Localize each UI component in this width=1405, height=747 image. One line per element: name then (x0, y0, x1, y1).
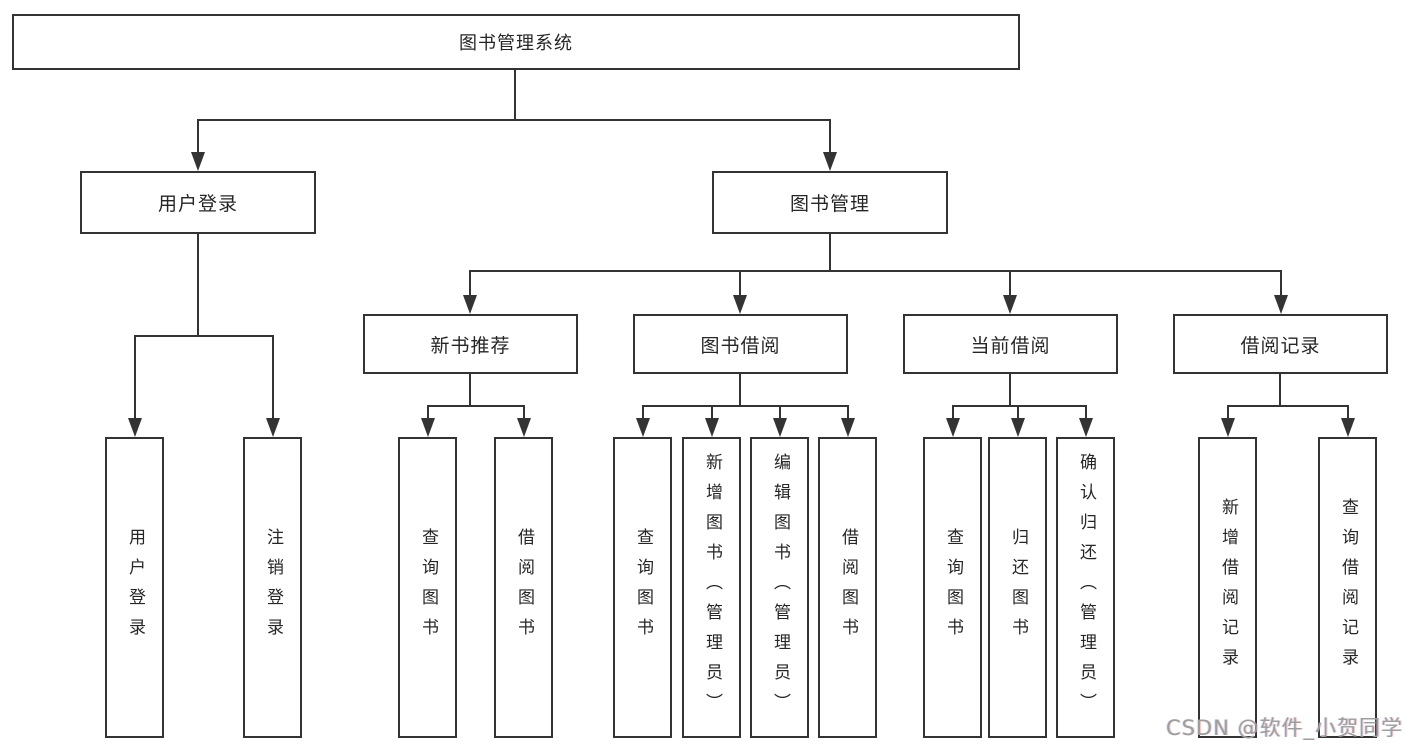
leaf-query-borrow-record: 查询借阅记录 (1318, 437, 1377, 738)
arrowhead (517, 418, 531, 437)
arrowhead (266, 418, 280, 437)
leaf-borrow-books-rec: 借阅图书 (494, 437, 553, 738)
leaf-confirm-return-admin: 确认归还（管理员） (1056, 437, 1115, 738)
arrowhead (841, 418, 855, 437)
connector (469, 270, 471, 296)
leaf-return-books: 归还图书 (988, 437, 1047, 738)
connector (779, 405, 781, 419)
leaf-query-borrow-record-label: 查询借阅记录 (1338, 497, 1358, 678)
connector (134, 335, 274, 337)
leaf-query-books-current-label: 查询图书 (943, 527, 963, 648)
leaf-add-borrow-record-label: 新增借阅记录 (1218, 497, 1238, 678)
node-new-book-rec: 新书推荐 (363, 314, 578, 374)
connector (642, 405, 849, 407)
arrowhead (1221, 418, 1235, 437)
leaf-edit-books-admin-label: 编辑图书（管理员） (770, 452, 790, 723)
node-book-borrow-label: 图书借阅 (700, 334, 781, 357)
leaf-user-login-label: 用户登录 (125, 527, 145, 648)
leaf-user-login: 用户登录 (105, 437, 164, 738)
arrowhead (191, 152, 205, 171)
connector (1280, 270, 1282, 296)
csdn-watermark: CSDN @软件_小贺同学 (1165, 716, 1403, 740)
node-current-borrow: 当前借阅 (903, 314, 1118, 374)
connector (739, 270, 741, 296)
arrowhead (733, 295, 747, 314)
node-book-borrow: 图书借阅 (633, 314, 848, 374)
arrowhead (823, 152, 837, 171)
connector (1347, 405, 1349, 419)
leaf-add-books-admin: 新增图书（管理员） (682, 437, 741, 738)
connector (134, 335, 136, 419)
arrowhead (636, 418, 650, 437)
connector (469, 374, 471, 407)
node-book-mgmt-label: 图书管理 (789, 193, 870, 215)
connector (197, 119, 199, 153)
node-root-label: 图书管理系统 (459, 33, 573, 54)
arrowhead (1341, 418, 1355, 437)
leaf-return-books-label: 归还图书 (1008, 527, 1028, 648)
connector (829, 119, 831, 153)
connector (1009, 270, 1011, 296)
node-new-book-rec-label: 新书推荐 (430, 334, 511, 357)
node-user-login-label: 用户登录 (157, 193, 238, 215)
connector (197, 234, 199, 337)
connector (1279, 374, 1281, 407)
leaf-confirm-return-admin-label: 确认归还（管理员） (1076, 452, 1096, 723)
node-book-mgmt: 图书管理 (712, 171, 948, 234)
leaf-borrow-books-label: 借阅图书 (838, 527, 858, 648)
connector (427, 405, 429, 419)
connector (514, 69, 516, 121)
connector (523, 405, 525, 419)
arrowhead (946, 418, 960, 437)
leaf-query-books-current: 查询图书 (923, 437, 982, 738)
arrowhead (705, 418, 719, 437)
arrowhead (421, 418, 435, 437)
node-borrow-records-label: 借阅记录 (1240, 334, 1321, 357)
arrowhead (1274, 295, 1288, 314)
arrowhead (1003, 295, 1017, 314)
node-borrow-records: 借阅记录 (1173, 314, 1388, 374)
connector (1227, 405, 1349, 407)
connector (642, 405, 644, 419)
connector (1009, 374, 1011, 407)
leaf-query-books-borrow-label: 查询图书 (633, 527, 653, 648)
arrowhead (1011, 418, 1025, 437)
connector (272, 335, 274, 419)
connector (1085, 405, 1087, 419)
connector (470, 270, 1282, 272)
connector (847, 405, 849, 419)
connector (1227, 405, 1229, 419)
connector (952, 405, 954, 419)
arrowhead (773, 418, 787, 437)
connector (952, 405, 1087, 407)
connector (711, 405, 713, 419)
leaf-add-borrow-record: 新增借阅记录 (1198, 437, 1257, 738)
leaf-borrow-books-rec-label: 借阅图书 (514, 527, 534, 648)
node-root: 图书管理系统 (12, 14, 1020, 70)
arrowhead (128, 418, 142, 437)
leaf-borrow-books: 借阅图书 (818, 437, 877, 738)
connector (427, 405, 525, 407)
leaf-add-books-admin-label: 新增图书（管理员） (702, 452, 722, 723)
leaf-logout: 注销登录 (243, 437, 302, 738)
connector (197, 119, 831, 121)
arrowhead (463, 295, 477, 314)
leaf-edit-books-admin: 编辑图书（管理员） (750, 437, 809, 738)
leaf-logout-label: 注销登录 (263, 527, 283, 648)
node-current-borrow-label: 当前借阅 (970, 334, 1051, 357)
connector (739, 374, 741, 407)
node-user-login: 用户登录 (80, 171, 316, 234)
leaf-query-books-rec-label: 查询图书 (418, 527, 438, 648)
connector (829, 234, 831, 272)
arrowhead (1079, 418, 1093, 437)
leaf-query-books-borrow: 查询图书 (613, 437, 672, 738)
connector (1017, 405, 1019, 419)
leaf-query-books-rec: 查询图书 (398, 437, 457, 738)
